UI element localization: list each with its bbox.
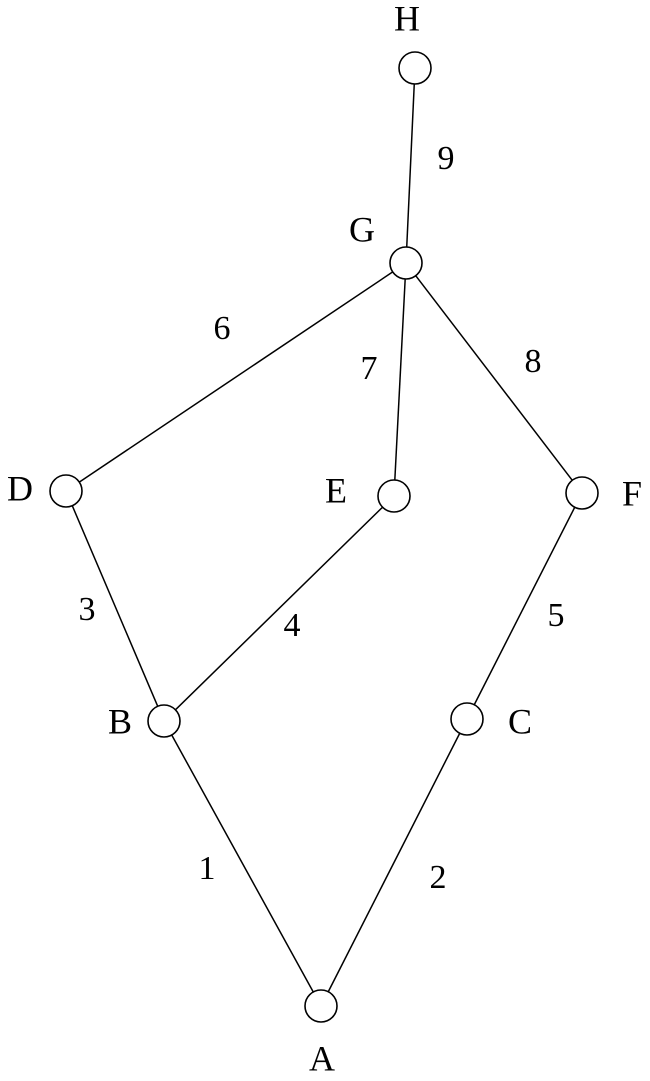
node-g [389,246,423,280]
edge-label-5: 5 [548,597,565,634]
edge-label-8: 8 [525,343,542,380]
edge-d-b [71,505,159,707]
edge-b-a [171,734,314,993]
edge-f-c [473,506,576,706]
node-a [304,989,338,1023]
node-label-b: B [108,701,132,741]
node-labels-layer: H G D E F B C A [7,0,642,1078]
node-d [49,474,83,508]
edges-layer [71,83,576,993]
nodes-layer [49,51,599,1023]
node-c [450,702,484,736]
node-label-d: D [7,468,33,508]
node-label-f: F [622,473,642,513]
node-label-e: E [325,470,347,510]
edge-e-b [174,506,384,711]
edge-labels-layer: 1 2 3 4 5 6 7 8 9 [79,140,565,896]
node-h [398,51,432,85]
edge-label-3: 3 [79,591,96,628]
node-e [377,479,411,513]
edge-g-e [394,278,406,481]
edge-label-7: 7 [361,350,378,387]
node-label-a: A [309,1038,335,1078]
edge-g-d [78,271,394,483]
edge-g-f [415,275,573,481]
node-b [147,704,181,738]
edge-h-g [405,83,416,248]
edge-label-6: 6 [214,310,231,347]
edge-label-1: 1 [199,850,216,887]
edge-c-a [327,732,461,993]
node-f [565,476,599,510]
node-label-g: G [349,209,375,249]
node-label-h: H [394,0,420,38]
node-label-c: C [508,701,532,741]
edge-label-2: 2 [430,859,447,896]
edge-label-9: 9 [438,140,455,177]
edge-label-4: 4 [284,607,301,644]
